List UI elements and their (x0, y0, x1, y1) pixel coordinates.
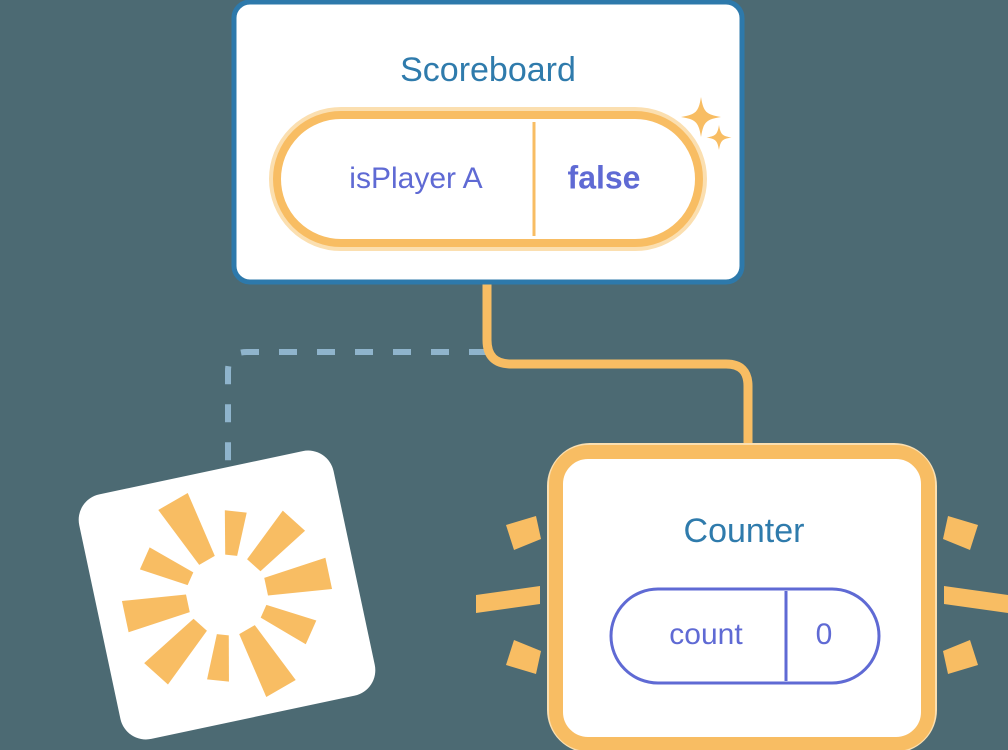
burst-ray-left-top (506, 516, 541, 550)
scoreboard-pill[interactable] (273, 111, 703, 247)
burst-ray-right-top (943, 516, 978, 550)
scoreboard-title: Scoreboard (400, 51, 576, 89)
counter-pill[interactable] (609, 587, 881, 685)
sparkle-large-icon (681, 97, 721, 137)
burst-ray-right-bottom (943, 640, 978, 674)
burst-ray-left-mid (476, 586, 540, 613)
counter-state-value: 0 (816, 618, 833, 651)
scoreboard-state-key: isPlayer A (349, 162, 482, 195)
ghost-card[interactable] (74, 446, 380, 745)
node-scoreboard[interactable]: Scoreboard isPlayer A false (231, 0, 745, 285)
ghost-card-burst (121, 492, 333, 698)
counter-burst-rays (476, 516, 1008, 674)
scoreboard-state-value: false (568, 159, 641, 195)
counter-title: Counter (684, 512, 805, 550)
inactive-connector (225, 349, 487, 478)
connector-layer (225, 281, 753, 478)
active-connector (482, 281, 753, 470)
burst-ray-right-mid (944, 586, 1008, 613)
node-counter[interactable]: Counter count 0 (547, 443, 937, 750)
counter-state-key: count (669, 618, 743, 651)
sparkle-small-icon (706, 125, 732, 150)
burst-ray-left-bottom (506, 640, 541, 674)
ghost-card-surface (78, 450, 376, 740)
